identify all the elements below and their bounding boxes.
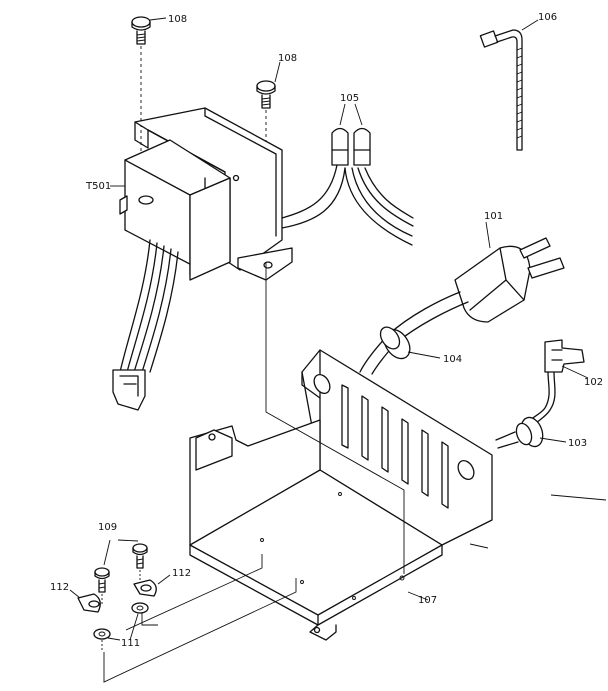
label-103: 103 <box>568 438 587 449</box>
lock-washers-111 <box>93 602 149 650</box>
label-101: 101 <box>484 211 503 222</box>
label-104: 104 <box>443 354 462 365</box>
label-106: 106 <box>538 12 557 23</box>
washers-112 <box>69 574 171 613</box>
strain-relief-104 <box>379 326 441 360</box>
alignment-lines <box>103 262 607 683</box>
cable-tie-106 <box>479 19 539 151</box>
label-112-left: 112 <box>50 582 69 593</box>
transformer-t501 <box>110 107 293 281</box>
label-109: 109 <box>98 522 117 533</box>
label-105: 105 <box>340 93 359 104</box>
label-107: 107 <box>418 595 437 606</box>
power-plug-101 <box>454 221 565 323</box>
label-108-mid: 108 <box>278 53 297 64</box>
label-112-right: 112 <box>172 568 191 579</box>
chassis-107 <box>189 349 493 641</box>
label-t501: T501 <box>85 181 111 192</box>
part-labels: 108 108 106 105 T501 101 104 102 103 107… <box>50 12 603 649</box>
wire-connectors-105 <box>281 103 414 246</box>
strain-relief-103 <box>495 416 567 449</box>
screws-109 <box>94 539 148 604</box>
label-102: 102 <box>584 377 603 388</box>
transformer-wire-bundle <box>112 239 179 411</box>
label-108-top: 108 <box>168 14 187 25</box>
label-111: 111 <box>121 638 140 649</box>
connector-102 <box>525 339 589 429</box>
